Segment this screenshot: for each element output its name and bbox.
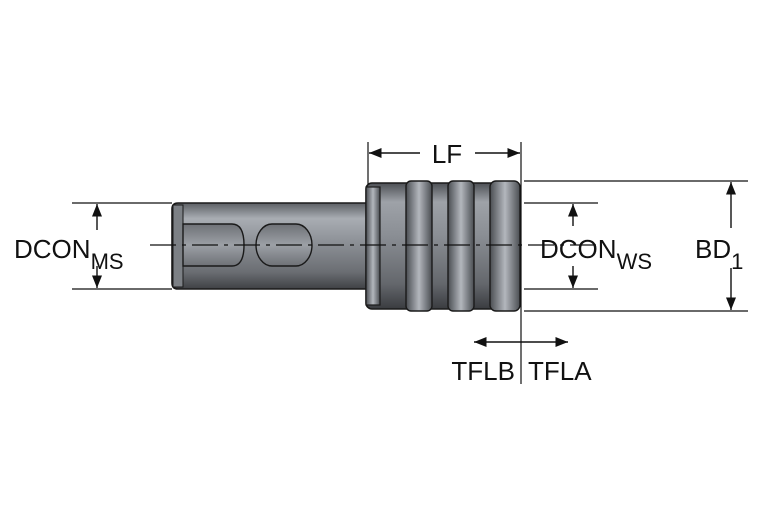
tfl-dimension: [474, 312, 568, 384]
bd1-label: BD1: [695, 234, 743, 274]
tfla-label: TFLA: [528, 356, 592, 386]
lf-dimension: [367, 142, 522, 312]
bd1-dimension: [524, 180, 748, 312]
lf-label: LF: [432, 139, 462, 169]
tflb-label: TFLB: [451, 356, 515, 386]
shank: [171, 202, 369, 290]
dcon-ms-label: DCONMS: [14, 234, 124, 274]
body: [365, 180, 521, 312]
dcon-ws-dimension: [524, 202, 598, 290]
dcon-ms-dimension: [72, 202, 172, 290]
dcon-ws-label: DCONWS: [540, 234, 652, 274]
